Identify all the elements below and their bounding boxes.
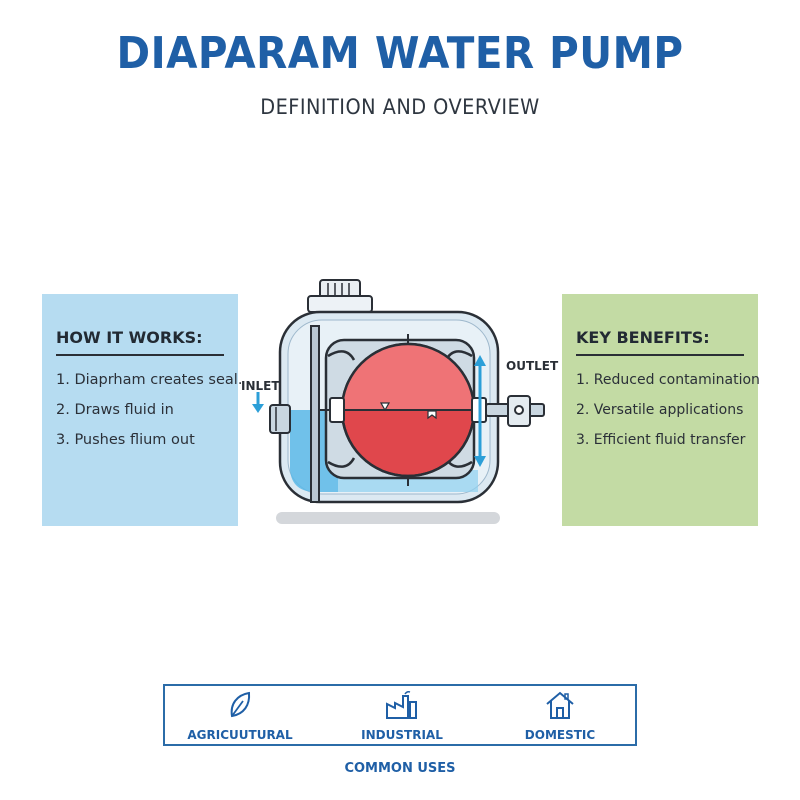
- page-title: DIAPARAM WATER PUMP: [116, 28, 684, 79]
- outlet-label: OUTLET: [506, 359, 559, 373]
- leaf-icon: [230, 691, 251, 718]
- use-agricultural: AGRICUUTURAL: [165, 690, 315, 742]
- pump-diagram: INLET OUTLET: [241, 279, 559, 524]
- key-benefit-item: 2. Versatile applications: [576, 402, 744, 418]
- use-industrial: INDUSTRIAL: [327, 690, 477, 742]
- use-label: DOMESTIC: [524, 728, 596, 742]
- pump-base: [276, 512, 500, 524]
- piston-rod: [310, 325, 320, 503]
- key-benefits-heading: KEY BENEFITS:: [576, 328, 744, 356]
- pump-neck: [307, 295, 373, 313]
- use-label: AGRICUUTURAL: [187, 728, 293, 742]
- common-uses-caption: COMMON USES: [344, 761, 456, 776]
- factory-icon: [386, 691, 417, 719]
- key-benefits-panel: KEY BENEFITS: 1. Reduced contamination 2…: [562, 294, 760, 526]
- key-benefit-item: 1. Reduced contamination: [576, 372, 760, 388]
- how-it-works-step: 2. Draws fluid in: [56, 402, 174, 418]
- inlet-label: INLET: [241, 379, 280, 393]
- how-it-works-list: 1. Diaprham creates seal. 2. Draws fluid…: [56, 372, 243, 448]
- house-icon: [546, 691, 574, 719]
- how-it-works-panel: HOW IT WORKS: 1. Diaprham creates seal. …: [42, 294, 243, 526]
- common-uses-box: AGRICUUTURAL INDUSTRIAL DOMESTIC: [163, 684, 637, 746]
- use-domestic: DOMESTIC: [485, 690, 635, 742]
- how-it-works-heading: HOW IT WORKS:: [56, 328, 224, 356]
- page-subtitle: DEFINITION AND OVERVIEW: [260, 95, 540, 119]
- use-label: INDUSTRIAL: [361, 728, 443, 742]
- inlet-pipe: [269, 404, 291, 434]
- how-it-works-step: 3. Pushes flium out: [56, 432, 195, 448]
- key-benefits-list: 1. Reduced contamination 2. Versatile ap…: [576, 372, 760, 448]
- how-it-works-step: 1. Diaprham creates seal.: [56, 372, 243, 388]
- key-benefit-item: 3. Efficient fluid transfer: [576, 432, 746, 448]
